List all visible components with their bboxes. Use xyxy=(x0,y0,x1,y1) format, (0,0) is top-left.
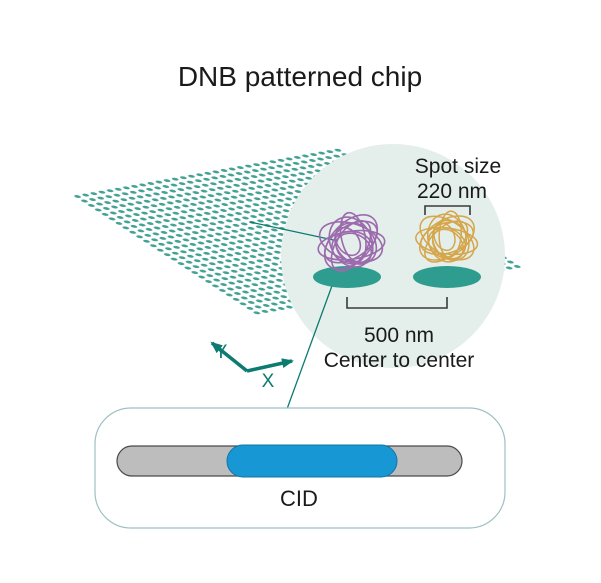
x-axis-arrow xyxy=(246,358,294,373)
zoom-callout-line xyxy=(249,221,339,242)
pitch-label: Center to center xyxy=(324,349,475,372)
page-title: DNB patterned chip xyxy=(178,61,422,92)
pitch-bracket xyxy=(346,297,448,309)
x-axis-label: X xyxy=(262,371,275,392)
spot-ellipse-right xyxy=(413,266,481,288)
spot-size-value: 220 nm xyxy=(417,180,487,203)
spot-size-bracket xyxy=(424,205,471,215)
y-axis-label: Y xyxy=(215,342,228,363)
spot-ellipse-left xyxy=(313,266,381,288)
cid-capsule-blue-segment xyxy=(226,444,398,478)
cid-callout-line xyxy=(286,282,334,410)
zoom-circle xyxy=(281,144,505,368)
cid-label: CID xyxy=(280,486,318,511)
pitch-value: 500 nm xyxy=(364,324,434,347)
y-axis-arrow xyxy=(210,341,249,373)
spot-size-label: Spot size xyxy=(415,155,501,178)
